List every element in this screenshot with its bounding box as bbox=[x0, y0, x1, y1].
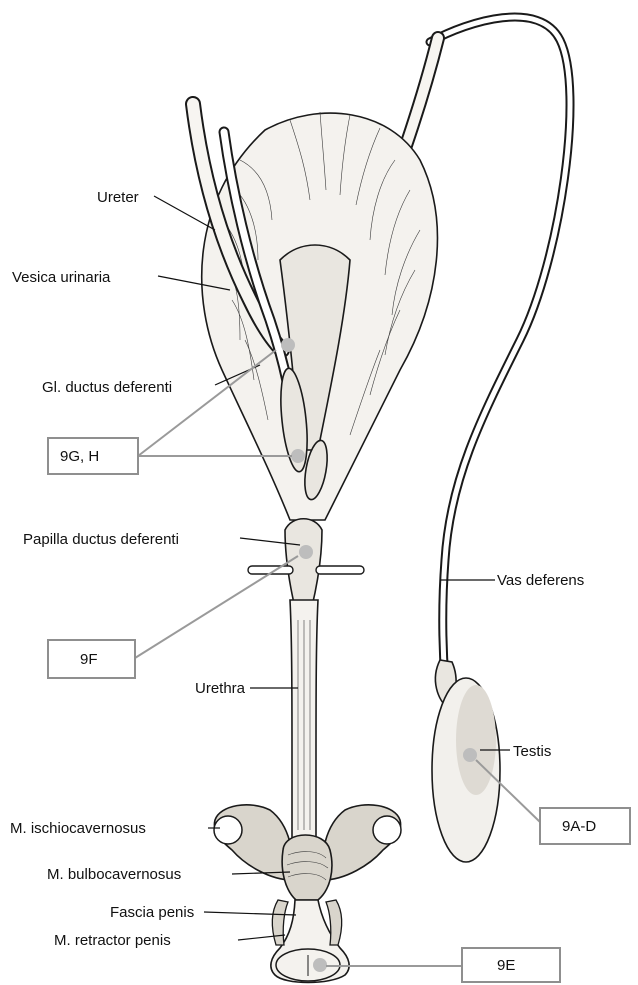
ref-dot-papilla bbox=[299, 545, 313, 559]
label-vas-deferens: Vas deferens bbox=[497, 572, 584, 589]
label-m-retractor-penis: M. retractor penis bbox=[54, 932, 171, 949]
ref-dot-gl-ductus bbox=[281, 338, 295, 352]
label-m-bulbocavernosus: M. bulbocavernosus bbox=[47, 866, 181, 883]
label-gl-ductus-deferenti: Gl. ductus deferenti bbox=[42, 379, 172, 396]
label-ureter: Ureter bbox=[97, 189, 139, 206]
reference-box-9ad-label: 9A-D bbox=[562, 818, 596, 835]
label-m-ischiocavernosus: M. ischiocavernosus bbox=[10, 820, 146, 837]
reference-box-9e[interactable]: 9E bbox=[462, 948, 560, 982]
ischiocavernosus-right-end bbox=[373, 816, 401, 844]
reference-box-9f-label: 9F bbox=[80, 651, 98, 668]
reference-box-9gh[interactable]: 9G, H bbox=[48, 438, 138, 474]
label-urethra: Urethra bbox=[195, 680, 246, 697]
ref-dot-testis bbox=[463, 748, 477, 762]
retractor-pin-right bbox=[316, 566, 364, 574]
label-fascia-penis: Fascia penis bbox=[110, 904, 194, 921]
reference-box-9f[interactable]: 9F bbox=[48, 640, 135, 678]
testis-shading bbox=[456, 685, 496, 795]
label-vesica-urinaria: Vesica urinaria bbox=[12, 269, 111, 286]
ref-dot-gl-ductus-lower bbox=[291, 449, 305, 463]
reference-box-9gh-label: 9G, H bbox=[60, 448, 99, 465]
reference-box-9ad[interactable]: 9A-D bbox=[540, 808, 630, 844]
label-papilla-ductus-deferenti: Papilla ductus deferenti bbox=[23, 531, 179, 548]
ref-dot-penis bbox=[313, 958, 327, 972]
ischiocavernosus-left-end bbox=[214, 816, 242, 844]
label-testis: Testis bbox=[513, 743, 551, 760]
gray-leader-9f bbox=[135, 556, 298, 658]
bulbocavernosus-shape bbox=[282, 835, 332, 900]
reference-box-9e-label: 9E bbox=[497, 957, 515, 974]
